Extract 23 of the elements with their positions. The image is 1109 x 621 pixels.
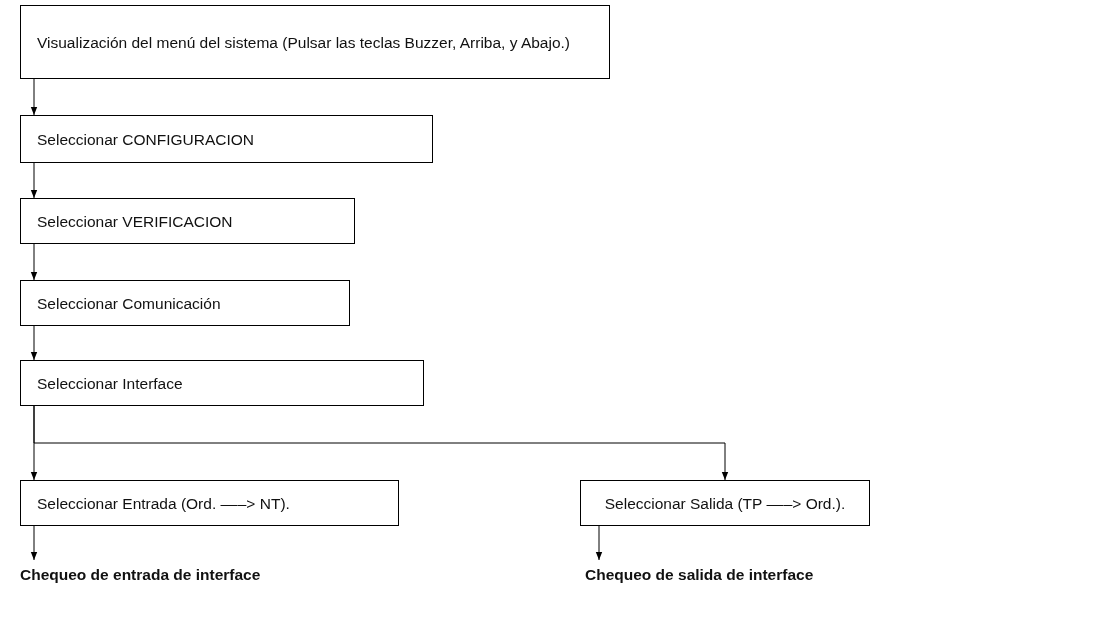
arrow [30, 162, 38, 199]
step-text: Seleccionar Entrada (Ord. –––> NT). [37, 493, 290, 514]
arrow [30, 243, 38, 281]
process-box [20, 198, 355, 244]
arrow [33, 405, 729, 481]
process-box [580, 480, 870, 526]
step-text: Seleccionar VERIFICACION [37, 211, 233, 232]
arrow [30, 525, 38, 561]
step-text: Seleccionar Interface [37, 373, 183, 394]
step-text: Seleccionar CONFIGURACION [37, 129, 255, 150]
process-box [20, 280, 350, 326]
process-box [20, 115, 433, 163]
process-box [20, 480, 399, 526]
arrow [30, 78, 38, 116]
step-text: Seleccionar Comunicación [37, 293, 221, 314]
step-text: Visualización del menú del sistema (Pulsar las teclas Buzzer, Arriba, y Abajo.) [37, 32, 570, 53]
step-text: Chequeo de entrada de interface [20, 564, 261, 585]
step-text: Chequeo de salida de interface [585, 564, 814, 585]
arrow [30, 325, 38, 361]
step-text: Seleccionar Salida (TP –––> Ord.). [604, 493, 846, 514]
arrow [595, 525, 603, 561]
process-box [20, 5, 610, 79]
process-box [20, 360, 424, 406]
